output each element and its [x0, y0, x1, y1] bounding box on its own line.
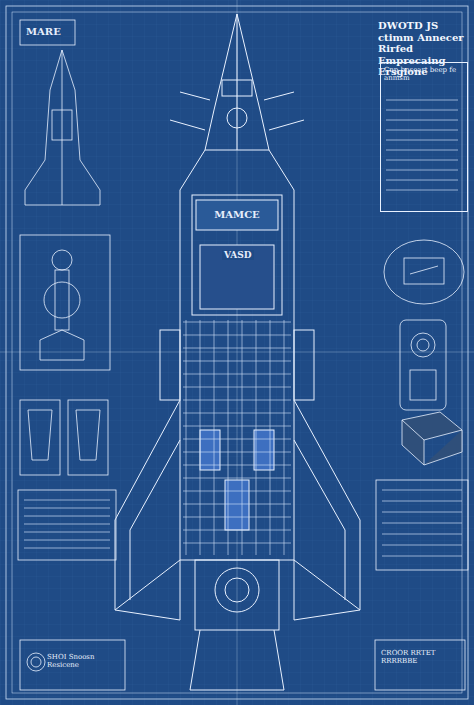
part-label: VASD — [222, 250, 254, 260]
text-panel: CROOR RRTET RRRRBBE — [378, 646, 462, 686]
rule-line — [386, 110, 458, 111]
text-rules — [24, 100, 462, 556]
rule-line — [183, 504, 291, 505]
rule-line — [24, 540, 110, 541]
rule-line — [183, 374, 291, 375]
rule-line — [183, 413, 291, 414]
rule-line — [186, 320, 187, 555]
rule-line — [386, 180, 458, 181]
text-panel: Cnp bnseart beep fe anmsm — [380, 62, 468, 212]
rule-line — [183, 517, 291, 518]
rule-line — [183, 465, 291, 466]
rule-line — [382, 512, 462, 513]
rule-line — [242, 320, 243, 555]
rule-line — [183, 439, 291, 440]
rule-line — [386, 150, 458, 151]
panel-text: SHOI Snoosn Resicene — [47, 653, 120, 670]
rule-line — [386, 130, 458, 131]
rule-line — [183, 335, 291, 336]
side-views — [18, 20, 125, 690]
rule-line — [382, 556, 462, 557]
part-label: MARE — [24, 26, 63, 37]
rule-line — [183, 400, 291, 401]
detail-views — [375, 240, 468, 690]
rule-line — [256, 320, 257, 555]
rule-line — [24, 516, 110, 517]
rule-line — [382, 501, 462, 502]
rule-line — [386, 160, 458, 161]
panel-text: CROOR RRTET RRRRBBE — [381, 649, 459, 666]
pipework — [183, 320, 291, 555]
rule-line — [228, 320, 229, 555]
rule-line — [382, 545, 462, 546]
rule-line — [183, 478, 291, 479]
panel-text: Cnp bnseart beep fe anmsm — [384, 66, 464, 83]
rule-line — [183, 543, 291, 544]
rule-line — [183, 452, 291, 453]
rule-line — [24, 548, 110, 549]
rule-line — [183, 387, 291, 388]
rule-line — [183, 361, 291, 362]
rule-line — [214, 320, 215, 555]
rule-line — [382, 523, 462, 524]
rule-line — [382, 490, 462, 491]
rule-line — [270, 320, 271, 555]
rule-line — [386, 140, 458, 141]
rule-line — [183, 348, 291, 349]
rule-line — [183, 322, 291, 323]
rule-line — [24, 532, 110, 533]
rule-line — [284, 320, 285, 555]
rule-line — [382, 534, 462, 535]
text-panel: MAMCE — [208, 206, 266, 226]
rocket — [115, 14, 360, 690]
rule-line — [24, 500, 110, 501]
rule-line — [386, 100, 458, 101]
rule-line — [183, 491, 291, 492]
rule-line — [386, 190, 458, 191]
text-panel: SHOI Snoosn Resicene — [44, 650, 123, 680]
rule-line — [183, 530, 291, 531]
rule-line — [200, 320, 201, 555]
rule-line — [24, 524, 110, 525]
rule-line — [386, 120, 458, 121]
rule-line — [386, 170, 458, 171]
rule-line — [24, 508, 110, 509]
panel-text: MAMCE — [211, 209, 263, 221]
rule-line — [183, 426, 291, 427]
